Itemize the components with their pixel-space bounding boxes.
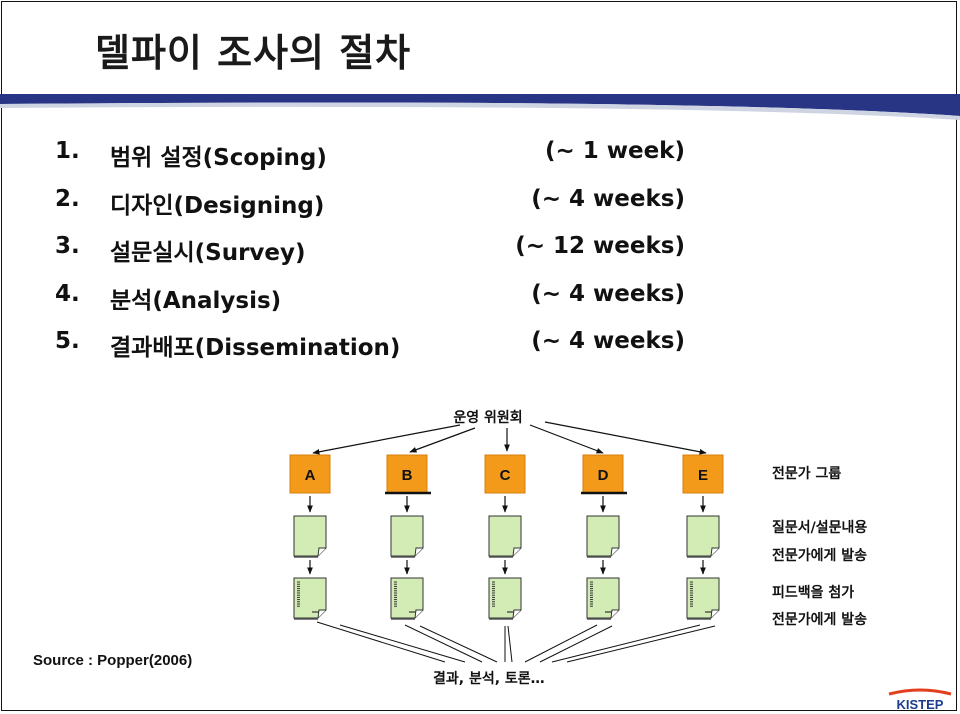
questionnaire-document-icon — [686, 515, 720, 558]
feedback-document-icon — [390, 577, 424, 620]
step-duration: (~ 4 weeks) — [531, 186, 685, 212]
feedback-document-icon — [293, 577, 327, 620]
step-duration: (~ 4 weeks) — [531, 328, 685, 354]
expert-group-letter: B — [402, 467, 413, 484]
step-label: 디자인(Designing) — [110, 193, 325, 219]
step-number: 5. — [55, 328, 80, 354]
step-5: 5. 결과배포(Dissemination) (~ 4 weeks) — [55, 328, 715, 361]
step-duration: (~ 4 weeks) — [531, 281, 685, 307]
questionnaire-docs — [293, 496, 720, 558]
result-label: 결과, 분석, 토론… — [433, 671, 545, 687]
step-duration: (~ 1 week) — [544, 138, 685, 164]
feedback-document-icon — [488, 577, 522, 620]
expert-group-d: D — [581, 454, 627, 495]
questionnaire-document-icon — [488, 515, 522, 558]
committee-arrows — [312, 421, 707, 455]
expert-group-a: A — [289, 454, 331, 494]
result-convergence-lines — [316, 621, 716, 663]
expert-group-letter: A — [305, 467, 316, 484]
steering-committee-label: 운영 위원회 — [453, 409, 522, 426]
step-number: 4. — [55, 281, 80, 307]
slide-title: 델파이 조사의 절차 — [95, 31, 412, 75]
logo-text: KISTEP — [897, 697, 944, 712]
feedback-document-icon — [686, 577, 720, 620]
expert-group-c: C — [484, 454, 526, 494]
expert-group-b: B — [385, 454, 431, 495]
step-3: 3. 설문실시(Survey) (~ 12 weeks) — [55, 233, 715, 266]
source-citation: Source : Popper(2006) — [33, 652, 193, 669]
expert-group-letter: E — [698, 467, 708, 484]
step-duration: (~ 12 weeks) — [515, 233, 685, 259]
step-label: 설문실시(Survey) — [110, 240, 306, 266]
questionnaire-label-2: 전문가에게 발송 — [772, 547, 867, 564]
expert-group-letter: D — [598, 467, 609, 484]
step-number: 3. — [55, 233, 80, 259]
expert-groups: A B C D E — [289, 454, 724, 495]
step-number: 1. — [55, 138, 80, 164]
feedback-document-icon — [586, 577, 620, 620]
expert-group-label: 전문가 그룹 — [772, 465, 841, 482]
expert-group-e: E — [682, 454, 724, 494]
feedback-label-2: 전문가에게 발송 — [772, 611, 867, 628]
questionnaire-document-icon — [390, 515, 424, 558]
feedback-label-1: 피드백을 첨가 — [772, 585, 854, 601]
step-4: 4. 분석(Analysis) (~ 4 weeks) — [55, 281, 715, 314]
step-label: 결과배포(Dissemination) — [110, 335, 401, 361]
questionnaire-document-icon — [586, 515, 620, 558]
step-label: 분석(Analysis) — [110, 288, 282, 314]
questionnaire-document-icon — [293, 515, 327, 558]
step-2: 2. 디자인(Designing) (~ 4 weeks) — [55, 186, 715, 219]
step-1: 1. 범위 설정(Scoping) (~ 1 week) — [55, 138, 715, 171]
kistep-logo: KISTEP — [888, 688, 952, 712]
title-underline-banner — [0, 94, 960, 120]
feedback-docs — [293, 560, 720, 620]
expert-group-letter: C — [500, 467, 511, 484]
step-number: 2. — [55, 186, 80, 212]
step-label: 범위 설정(Scoping) — [110, 145, 327, 171]
questionnaire-label-1: 질문서/설문내용 — [772, 520, 867, 536]
